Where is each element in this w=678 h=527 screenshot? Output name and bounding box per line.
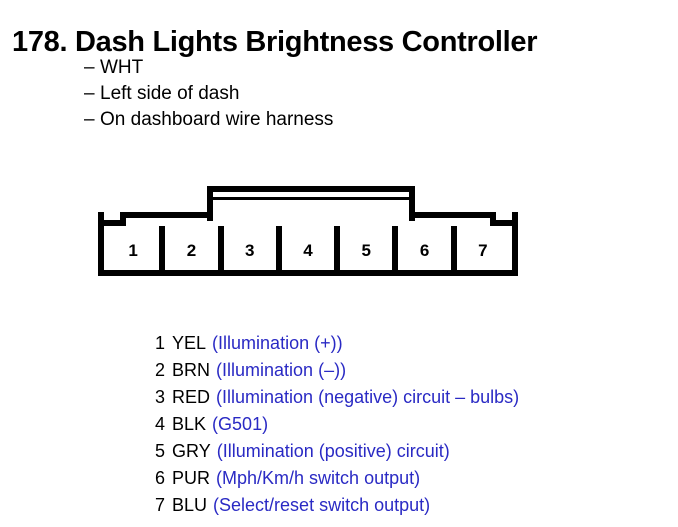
legend-description: (Illumination (negative) circuit – bulbs… [216, 387, 520, 407]
connector-pin-6[interactable]: 6 [392, 226, 453, 270]
connector-pin-row: 1 2 3 4 5 6 7 [104, 226, 512, 270]
connector-notch-left [104, 212, 126, 226]
legend-row: 2 BRN(Illumination (–)) [155, 357, 519, 384]
legend-row: 1 YEL(Illumination (+)) [155, 330, 519, 357]
legend-description: (G501) [212, 414, 269, 434]
description-list: –WHT –Left side of dash –On dashboard wi… [84, 55, 333, 133]
legend-description: (Illumination (–)) [216, 360, 347, 380]
connector-pin-label: 3 [244, 241, 255, 260]
connector-pin-label: 5 [361, 241, 371, 260]
description-item: –On dashboard wire harness [84, 107, 333, 133]
legend-wire-color: BLK [172, 414, 207, 434]
description-item: –WHT [84, 55, 333, 81]
page-title: 178. Dash Lights Brightness Controller [12, 26, 538, 59]
connector-pin-5[interactable]: 5 [334, 226, 395, 270]
legend-row: 4 BLK(G501) [155, 411, 519, 438]
legend-pin-number: 7 [155, 495, 166, 515]
legend-description: (Select/reset switch output) [213, 495, 431, 515]
connector-latch-tab [207, 186, 415, 221]
legend-wire-color: PUR [172, 468, 211, 488]
connector-diagram: 1 2 3 4 5 6 7 [98, 186, 518, 276]
connector-notch-right [490, 212, 512, 226]
legend-pin-number: 3 [155, 387, 166, 407]
description-item-label: On dashboard wire harness [100, 109, 334, 130]
legend-description: (Illumination (+)) [212, 333, 343, 353]
legend-pin-number: 2 [155, 360, 166, 380]
legend-row: 7 BLU(Select/reset switch output) [155, 492, 519, 519]
dash-bullet-icon: – [84, 83, 95, 104]
legend-pin-number: 5 [155, 441, 166, 461]
connector-pin-label: 6 [419, 241, 430, 260]
description-item: –Left side of dash [84, 81, 333, 107]
connector-pin-7[interactable]: 7 [450, 226, 512, 270]
legend-wire-color: BLU [172, 495, 208, 515]
connector-pin-4[interactable]: 4 [275, 226, 337, 270]
legend-description: (Illumination (positive) circuit) [216, 441, 450, 461]
connector-pin-label: 2 [186, 241, 197, 260]
legend-wire-color: BRN [172, 360, 211, 380]
description-item-label: Left side of dash [100, 83, 240, 104]
legend-description: (Mph/Km/h switch output) [216, 468, 421, 488]
legend-wire-color: GRY [172, 441, 211, 461]
legend-pin-number: 6 [155, 468, 166, 488]
dash-bullet-icon: – [84, 57, 95, 78]
connector-pin-2[interactable]: 2 [159, 226, 220, 270]
legend-row: 5 GRY(Illumination (positive) circuit) [155, 438, 519, 465]
connector-pin-label: 1 [128, 241, 138, 260]
connector-pin-1[interactable]: 1 [104, 232, 162, 270]
legend-row: 6 PUR(Mph/Km/h switch output) [155, 465, 519, 492]
connector-latch-inner-line [213, 197, 409, 200]
legend-wire-color: RED [172, 387, 211, 407]
dash-bullet-icon: – [84, 109, 95, 130]
legend-pin-number: 4 [155, 414, 166, 434]
connector-pin-label: 7 [478, 241, 488, 260]
connector-pin-label: 4 [303, 241, 313, 260]
legend-wire-color: YEL [172, 333, 207, 353]
connector-pin-3[interactable]: 3 [217, 226, 279, 270]
legend-pin-number: 1 [155, 333, 166, 353]
description-item-label: WHT [100, 57, 144, 78]
legend-row: 3 RED(Illumination (negative) circuit – b… [155, 384, 519, 411]
